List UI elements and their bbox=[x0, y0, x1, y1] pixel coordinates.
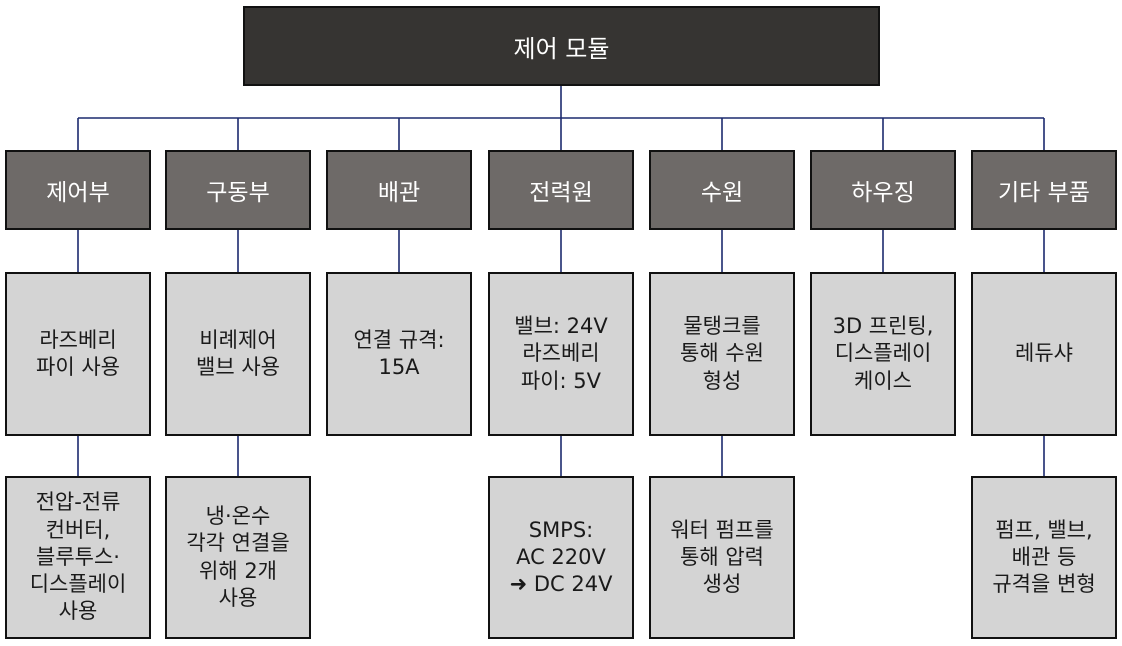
detail-text: 레듀샤 bbox=[1015, 341, 1073, 366]
detail-node-level1: 비례제어 밸브 사용 bbox=[165, 272, 311, 436]
category-node: 전력원 bbox=[488, 150, 634, 230]
category-label: 전력원 bbox=[529, 180, 593, 206]
detail-text: 펌프, 밸브, 배관 등 규격을 변형 bbox=[992, 517, 1096, 597]
detail-text: SMPS: AC 220V ➜ DC 24V bbox=[509, 517, 613, 597]
detail-text: 비례제어 밸브 사용 bbox=[196, 327, 280, 379]
category-node: 제어부 bbox=[5, 150, 151, 230]
detail-text: 연결 규격: 15A bbox=[353, 327, 445, 379]
category-label: 배관 bbox=[377, 180, 421, 206]
detail-node-level1: 연결 규격: 15A bbox=[326, 272, 472, 436]
root-node: 제어 모듈 bbox=[243, 6, 880, 86]
category-node: 수원 bbox=[649, 150, 795, 230]
detail-node-level1: 레듀샤 bbox=[971, 272, 1117, 436]
detail-node-level2: 펌프, 밸브, 배관 등 규격을 변형 bbox=[971, 476, 1117, 639]
category-label: 구동부 bbox=[206, 180, 270, 206]
category-node: 배관 bbox=[326, 150, 472, 230]
detail-node-level1: 밸브: 24V 라즈베리 파이: 5V bbox=[488, 272, 634, 436]
category-label: 하우징 bbox=[851, 180, 915, 206]
detail-node-level2: SMPS: AC 220V ➜ DC 24V bbox=[488, 476, 634, 639]
detail-node-level1: 라즈베리 파이 사용 bbox=[5, 272, 151, 436]
category-label: 제어부 bbox=[46, 180, 110, 206]
detail-text: 전압-전류 컨버터, 블루투스· 디스플레이 사용 bbox=[29, 490, 127, 624]
category-node: 기타 부품 bbox=[971, 150, 1117, 230]
detail-text: 라즈베리 파이 사용 bbox=[36, 327, 120, 379]
detail-text: 3D 프린팅, 디스플레이 케이스 bbox=[832, 314, 934, 393]
category-node: 구동부 bbox=[165, 150, 311, 230]
detail-node-level2: 워터 펌프를 통해 압력 생성 bbox=[649, 476, 795, 639]
detail-node-level2: 냉·온수 각각 연결을 위해 2개 사용 bbox=[165, 476, 311, 639]
detail-text: 냉·온수 각각 연결을 위해 2개 사용 bbox=[186, 503, 290, 610]
category-node: 하우징 bbox=[810, 150, 956, 230]
detail-text: 밸브: 24V 라즈베리 파이: 5V bbox=[514, 314, 608, 393]
detail-node-level1: 물탱크를 통해 수원 형성 bbox=[649, 272, 795, 436]
detail-node-level1: 3D 프린팅, 디스플레이 케이스 bbox=[810, 272, 956, 436]
category-label: 수원 bbox=[700, 180, 744, 206]
detail-node-level2: 전압-전류 컨버터, 블루투스· 디스플레이 사용 bbox=[5, 476, 151, 639]
category-label: 기타 부품 bbox=[998, 180, 1090, 206]
root-label: 제어 모듈 bbox=[513, 34, 610, 63]
detail-text: 워터 펌프를 통해 압력 생성 bbox=[670, 517, 774, 597]
detail-text: 물탱크를 통해 수원 형성 bbox=[680, 314, 764, 393]
